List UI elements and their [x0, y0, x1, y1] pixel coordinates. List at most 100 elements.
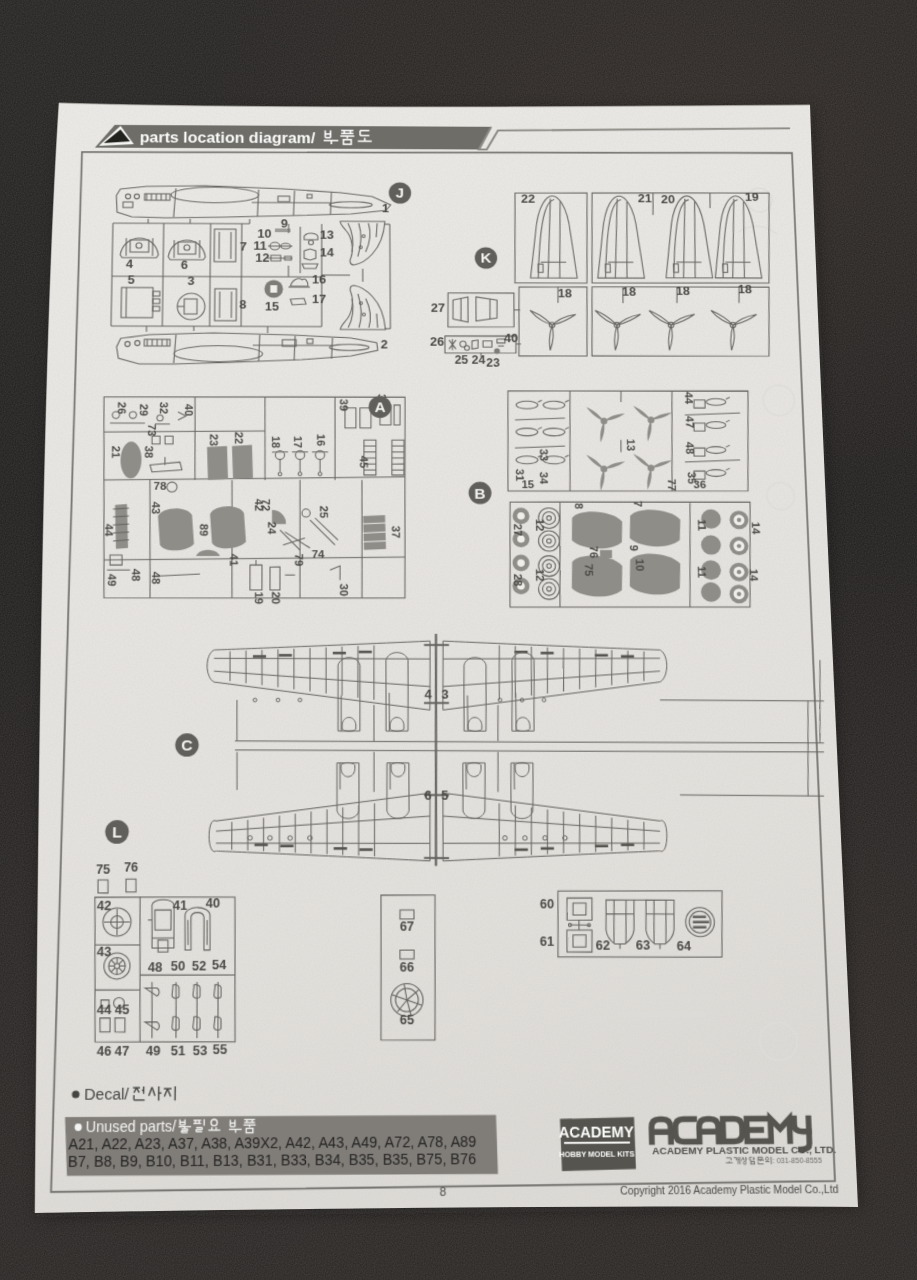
- svg-text:64: 64: [677, 940, 692, 955]
- svg-text:3: 3: [441, 687, 449, 702]
- svg-text:78: 78: [154, 481, 167, 493]
- svg-text:34: 34: [537, 472, 550, 484]
- svg-text:74: 74: [312, 549, 325, 562]
- svg-text:76: 76: [587, 546, 600, 559]
- svg-text:48: 48: [148, 961, 163, 976]
- svg-text:44: 44: [682, 392, 695, 404]
- svg-text:12: 12: [533, 519, 546, 531]
- svg-text:19: 19: [745, 190, 760, 204]
- svg-text:47: 47: [115, 1045, 130, 1060]
- svg-text:12: 12: [533, 569, 546, 582]
- svg-text:48: 48: [683, 442, 696, 454]
- svg-text:14: 14: [320, 246, 334, 260]
- svg-text:40: 40: [206, 897, 221, 912]
- svg-text:55: 55: [213, 1043, 228, 1058]
- svg-text:77: 77: [665, 479, 678, 491]
- svg-text:49: 49: [146, 1045, 161, 1060]
- svg-text:5: 5: [127, 273, 135, 287]
- svg-text:2: 2: [381, 337, 388, 351]
- svg-text:66: 66: [400, 961, 415, 976]
- svg-text:ACADEMY: ACADEMY: [559, 1123, 635, 1141]
- svg-text:C: C: [181, 738, 193, 755]
- svg-text:27: 27: [431, 301, 446, 315]
- svg-text:HOBBY MODEL KITS: HOBBY MODEL KITS: [559, 1151, 635, 1160]
- svg-text:73: 73: [145, 424, 158, 436]
- svg-text:48: 48: [129, 569, 142, 582]
- svg-text:62: 62: [596, 939, 611, 954]
- svg-text:25 24: 25 24: [455, 354, 486, 367]
- svg-text:29: 29: [137, 404, 150, 416]
- svg-text:5: 5: [441, 788, 449, 803]
- svg-text:54: 54: [212, 958, 227, 973]
- svg-text:1: 1: [382, 201, 389, 215]
- svg-text:44: 44: [102, 524, 115, 537]
- svg-text:43: 43: [97, 945, 112, 960]
- svg-text:60: 60: [540, 897, 555, 911]
- svg-text:50: 50: [171, 960, 186, 975]
- svg-text:16: 16: [312, 272, 326, 286]
- svg-text:44: 44: [97, 1003, 112, 1018]
- svg-text:30: 30: [337, 584, 350, 597]
- svg-text:46: 46: [97, 1045, 112, 1060]
- svg-text:26: 26: [115, 402, 128, 414]
- svg-text:Decal/: Decal/: [84, 1085, 129, 1104]
- svg-text:10: 10: [633, 559, 646, 572]
- svg-text:28: 28: [511, 574, 524, 587]
- svg-text:38: 38: [142, 446, 155, 458]
- svg-text:10: 10: [257, 227, 271, 241]
- svg-text:33: 33: [537, 449, 550, 461]
- svg-text:31: 31: [513, 469, 526, 481]
- svg-text:22: 22: [232, 432, 245, 444]
- svg-text:27: 27: [511, 524, 524, 536]
- svg-text:41: 41: [227, 554, 240, 567]
- svg-text:6: 6: [181, 258, 189, 272]
- svg-text:7: 7: [240, 240, 247, 254]
- svg-text:11: 11: [695, 566, 708, 578]
- svg-text:42: 42: [252, 499, 265, 511]
- svg-text:14: 14: [749, 522, 762, 534]
- svg-text:9: 9: [281, 217, 288, 231]
- svg-text:: 031-850-8555: : 031-850-8555: [772, 1157, 822, 1165]
- svg-text:32: 32: [157, 402, 170, 414]
- svg-text:79: 79: [292, 554, 305, 567]
- svg-text:35: 35: [685, 472, 698, 484]
- svg-text:41: 41: [173, 899, 188, 914]
- svg-text:20: 20: [661, 192, 676, 206]
- svg-text:16: 16: [314, 434, 327, 446]
- svg-text:63: 63: [636, 939, 651, 954]
- svg-text:89: 89: [197, 524, 210, 537]
- svg-text:13: 13: [320, 228, 334, 242]
- svg-text:ACADEMY PLASTIC MODEL CO., LTD: ACADEMY PLASTIC MODEL CO., LTD.: [652, 1144, 836, 1157]
- svg-text:36: 36: [693, 479, 706, 491]
- svg-text:K: K: [480, 251, 492, 267]
- svg-text:18: 18: [558, 286, 573, 300]
- svg-text:B: B: [474, 486, 485, 503]
- svg-text:23: 23: [207, 434, 220, 446]
- svg-text:L: L: [112, 824, 122, 842]
- svg-text:6: 6: [424, 788, 432, 803]
- svg-text:24: 24: [265, 522, 278, 535]
- svg-text:A21, A22, A23, A37, A38, A39X2: A21, A22, A23, A37, A38, A39X2, A42, A43…: [68, 1133, 476, 1153]
- svg-text:21: 21: [109, 446, 122, 458]
- svg-text:47: 47: [683, 416, 696, 428]
- svg-text:42: 42: [97, 899, 112, 914]
- svg-text:B7, B8, B9, B10, B11, B13, B31: B7, B8, B9, B10, B11, B13, B31, B33, B34…: [68, 1150, 476, 1170]
- svg-text:Copyright 2016 Academy Plastic: Copyright 2016 Academy Plastic Model Co.…: [620, 1184, 839, 1197]
- svg-text:65: 65: [400, 1013, 415, 1028]
- svg-text:39: 39: [337, 399, 350, 411]
- svg-text:7: 7: [631, 501, 644, 507]
- svg-text:13: 13: [624, 439, 637, 451]
- svg-text:14: 14: [747, 569, 760, 582]
- svg-text:18: 18: [738, 282, 753, 296]
- svg-text:61: 61: [540, 935, 555, 950]
- svg-text:20: 20: [269, 592, 282, 605]
- svg-text:25: 25: [317, 506, 330, 518]
- svg-text:Unused parts/: Unused parts/: [85, 1118, 176, 1136]
- svg-text:40: 40: [504, 331, 519, 345]
- svg-text:51: 51: [171, 1044, 186, 1059]
- svg-text:8: 8: [440, 1185, 447, 1199]
- svg-text:48: 48: [149, 572, 162, 585]
- svg-text:15: 15: [521, 479, 534, 491]
- svg-text:9: 9: [627, 545, 640, 551]
- svg-text:72: 72: [259, 499, 272, 511]
